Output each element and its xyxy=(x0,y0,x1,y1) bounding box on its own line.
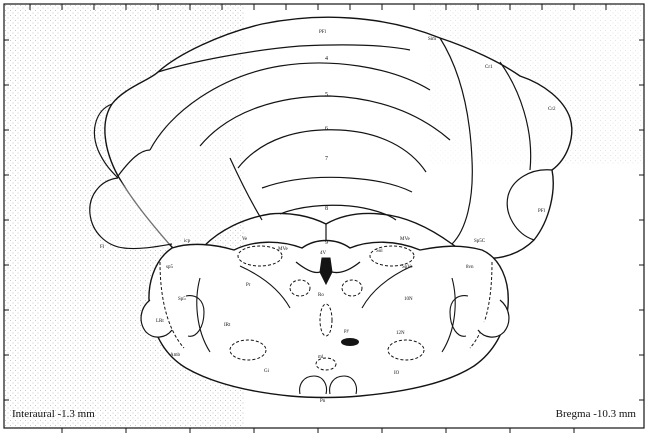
label-r5: Sol xyxy=(376,249,383,254)
label-l10: LRt xyxy=(156,319,164,324)
caption-interaural: Interaural -1.3 mm xyxy=(12,408,95,420)
label-upper-right: Sim xyxy=(428,37,436,42)
label-lobule-4: 4 xyxy=(325,56,328,62)
label-r1: Sp5C xyxy=(474,239,486,244)
black-nucleus xyxy=(341,338,359,346)
label-right-1: Cr1 xyxy=(485,65,493,70)
label-m3: py xyxy=(344,329,350,334)
label-top: PFl xyxy=(319,30,327,35)
bottom-ruler xyxy=(62,428,574,433)
label-l2: sp5 xyxy=(166,265,173,270)
label-lobule-9: 9 xyxy=(325,240,328,246)
caption-bregma: Bregma -10.3 mm xyxy=(556,408,637,420)
label-l8: Gi xyxy=(264,369,270,374)
label-m1: 4V xyxy=(320,251,327,256)
label-r8: IO xyxy=(394,371,400,376)
label-m2: Ro xyxy=(318,293,324,298)
label-l1: icp xyxy=(184,239,191,244)
label-r3: MVe xyxy=(400,237,411,242)
label-r4: SpVe xyxy=(402,265,413,270)
label-lobule-5: 5 xyxy=(325,92,328,98)
label-l5: MVe xyxy=(278,247,289,252)
label-m5: Pn xyxy=(320,399,326,404)
label-r7: 12N xyxy=(396,331,405,336)
label-m4: ml xyxy=(318,355,324,360)
label-l4: Ve xyxy=(242,237,248,242)
label-l6: Pr xyxy=(246,283,251,288)
label-right-2: Cr2 xyxy=(548,107,556,112)
label-far-right: PFl xyxy=(538,209,546,214)
label-l3: Sp5 xyxy=(178,297,186,302)
label-l7: IRt xyxy=(224,323,231,328)
label-lobule-6: 6 xyxy=(325,126,328,132)
label-r2: 8vn xyxy=(466,265,474,270)
label-l9: Amb xyxy=(170,353,181,358)
label-r6: 10N xyxy=(404,297,413,302)
label-lobule-7: 7 xyxy=(325,156,328,162)
label-left-lower: Fl xyxy=(100,245,105,250)
label-lobule-8: 8 xyxy=(325,206,328,212)
